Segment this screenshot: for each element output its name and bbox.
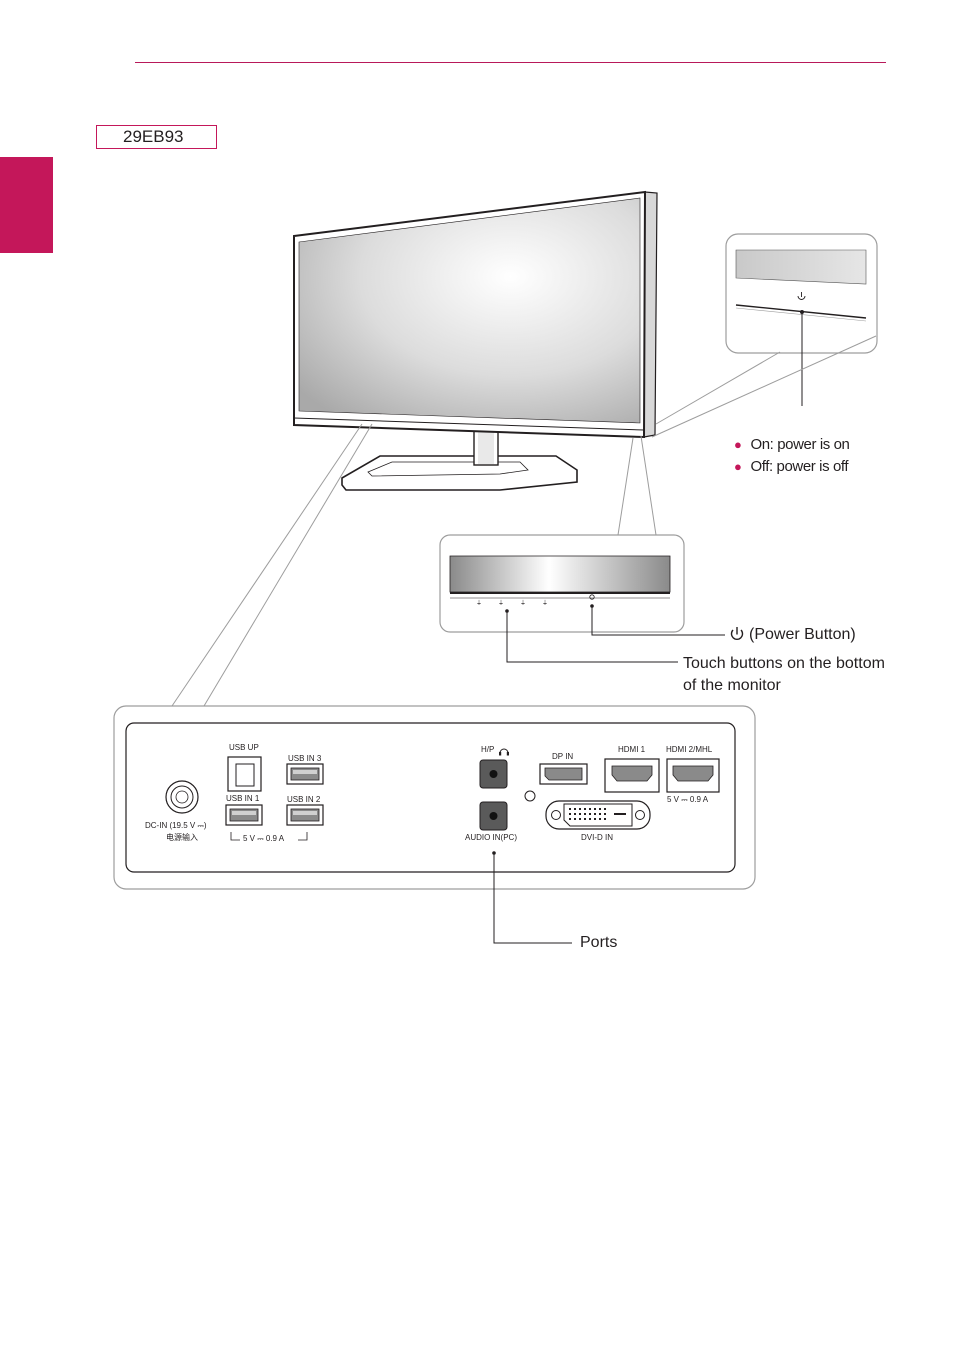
svg-text:⏚: ⏚	[542, 600, 548, 607]
ports-label: Ports	[580, 934, 618, 951]
usb-in-1-port	[225, 804, 263, 826]
section-tab	[0, 157, 53, 253]
hdmi-2-port	[666, 758, 720, 793]
usb-power-label: 5 V ⎓ 0.9 A	[243, 834, 285, 843]
svg-text:⏚: ⏚	[476, 600, 482, 607]
usb-in-3-port	[286, 763, 324, 785]
usb-in-3-label: USB IN 3	[288, 754, 322, 763]
dvi-d-port	[545, 800, 651, 830]
dp-in-label: DP IN	[552, 752, 574, 761]
dc-in-port	[165, 780, 199, 814]
usb-in-2-port	[286, 804, 324, 826]
touch-buttons-label-2: of the monitor	[683, 677, 781, 694]
status-on: ●On: power is on	[734, 436, 850, 453]
usb-in-1-label: USB IN 1	[226, 794, 260, 803]
hdmi-1-label: HDMI 1	[618, 745, 646, 754]
hp-label: H/P	[481, 745, 495, 754]
power-led-callout	[651, 233, 878, 438]
touch-buttons-label-1: Touch buttons on the bottom	[683, 655, 885, 672]
headphone-icon	[499, 748, 509, 756]
svg-text:⏚: ⏚	[498, 600, 504, 607]
status-off: ●Off: power is off	[734, 458, 849, 475]
svg-text:⏚: ⏚	[520, 600, 526, 607]
ports-callout	[113, 423, 756, 944]
dc-in-cn-label: 电源输入	[166, 833, 198, 842]
usb-up-label: USB UP	[229, 743, 259, 752]
audio-in-label: AUDIO IN(PC)	[465, 833, 517, 842]
touch-buttons-callout: ⏚ ⏚ ⏚ ⏚	[439, 435, 744, 663]
audio-in-jack	[479, 801, 508, 831]
usb-up-port	[227, 756, 262, 792]
hdmi-2-label: HDMI 2/MHL	[666, 745, 713, 754]
power-button-icon	[730, 627, 744, 640]
hdmi-power-label: 5 V ⎓ 0.9 A	[667, 795, 709, 804]
headphone-jack	[479, 759, 508, 789]
power-button-label: (Power Button)	[749, 626, 856, 643]
usb-in-2-label: USB IN 2	[287, 795, 321, 804]
power-led-status-list: ●On: power is on ●Off: power is off	[734, 434, 850, 478]
dp-in-port	[539, 763, 588, 785]
monitor-illustration	[293, 190, 658, 491]
dvi-label: DVI-D IN	[581, 833, 613, 842]
power-led-icon	[797, 292, 806, 300]
dc-in-label: DC-IN (19.5 V ⎓)	[145, 821, 207, 830]
model-label: 29EB93	[96, 125, 217, 149]
hdmi-1-port	[604, 758, 660, 793]
header-rule	[135, 62, 886, 63]
